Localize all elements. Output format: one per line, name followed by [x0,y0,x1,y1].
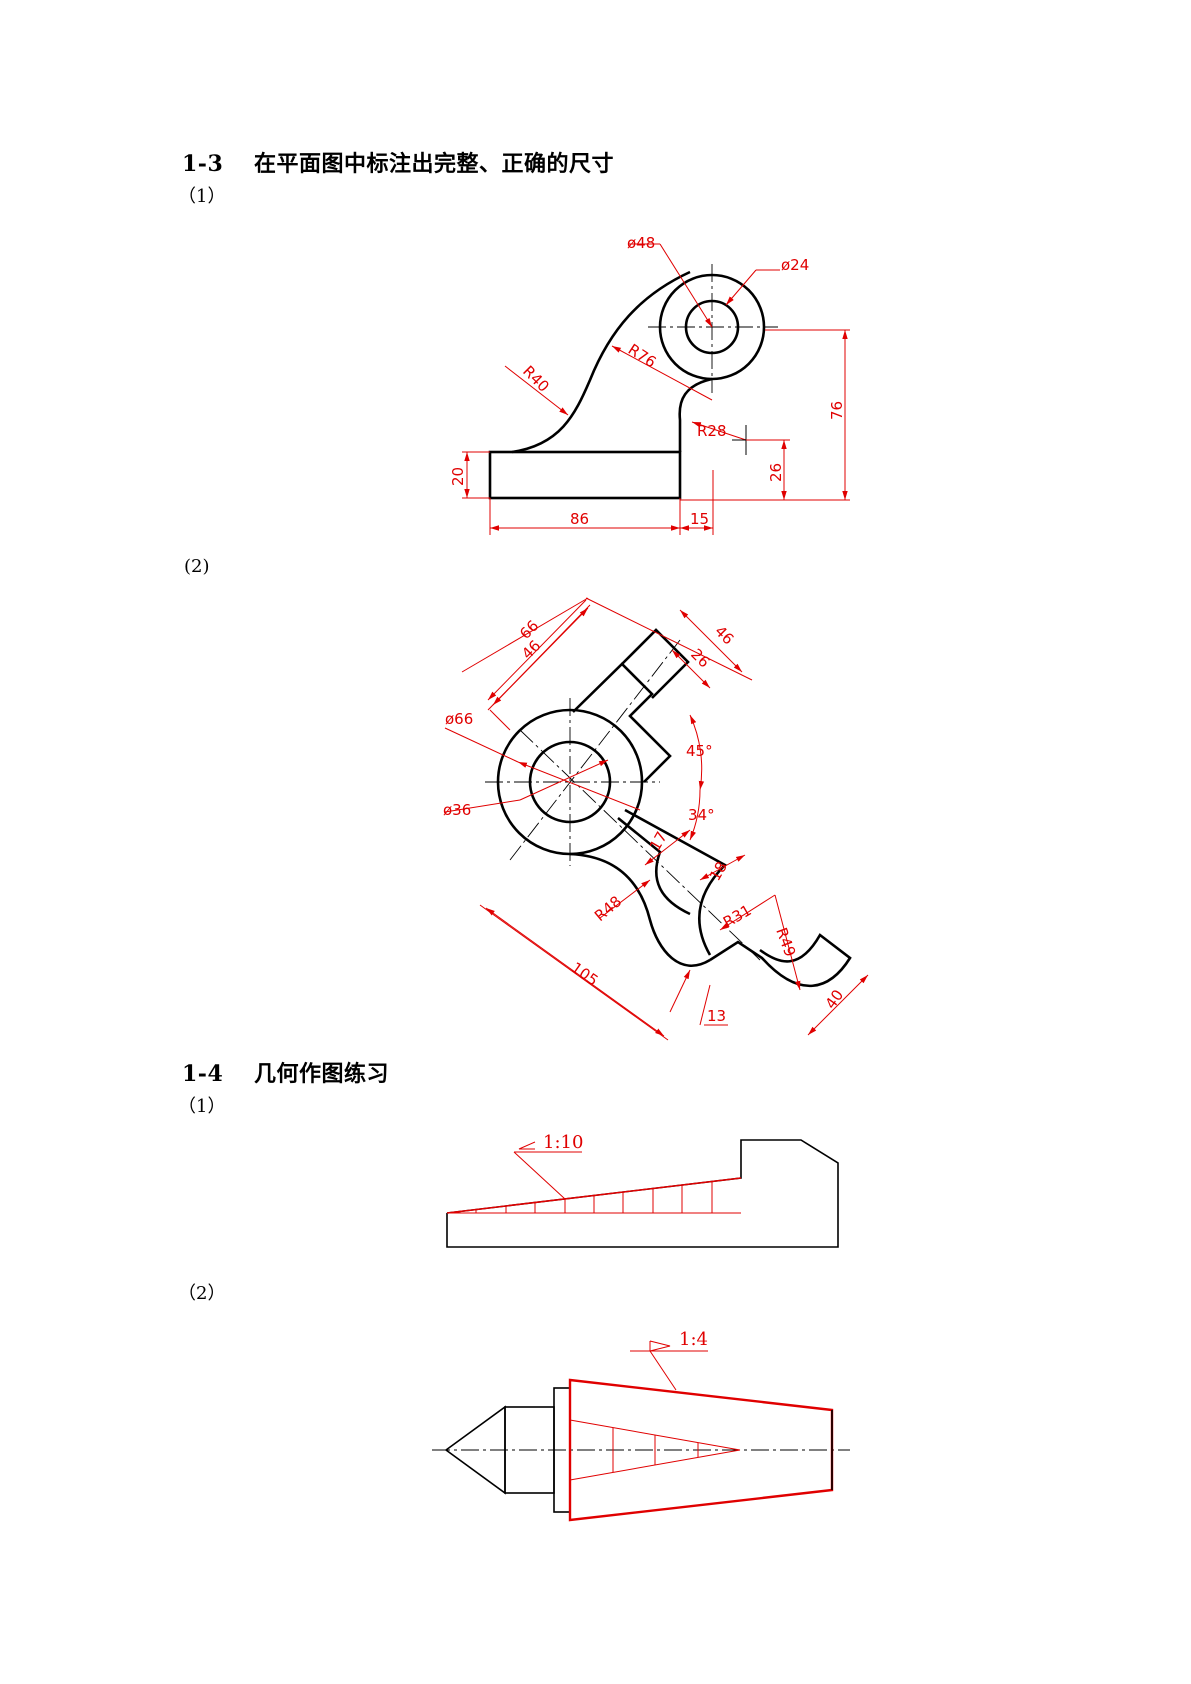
section-heading-1-3: 1-3 在平面图中标注出完整、正确的尺寸 [182,146,614,178]
dim-label: 76 [828,401,846,420]
dim-label: R76 [625,340,660,371]
left-curve-outline [511,270,691,454]
base-plate [488,450,682,500]
lower-arm-slot [624,808,728,956]
taper-label: 1:4 [679,1329,708,1350]
upper-arm-tip [621,628,690,699]
dim-label: 20 [449,467,467,486]
dim-label: R28 [697,422,727,440]
figure-4-tapered-shaft: 1:4 [432,1329,850,1522]
subsection-label: （1） [178,1096,226,1117]
slope-block-outline [446,1139,839,1248]
section-heading-1-4: 1-4 几何作图练习 [182,1056,389,1088]
dim-label: 34° [688,806,715,824]
figure-2-lever: 46 66 46 26 ø66 ø36 45° 34° 17 18 R31 R4… [443,597,869,1041]
hook-end [709,933,852,988]
dim-label: ø24 [781,256,809,274]
dim-label: 15 [690,510,709,528]
dim-label: 18 [706,858,731,884]
dim-label: 105 [568,959,602,990]
slope-line [446,1177,742,1214]
section-number: 1-4 [182,1061,224,1087]
dim-label: 46 [518,637,544,663]
upper-arm-outline [572,662,672,783]
lower-arm-outer [569,852,711,967]
section-number: 1-3 [182,151,224,177]
figure-1-bracket: ø48 ø24 R76 R40 R28 76 26 20 86 15 [449,234,850,535]
dim-label: ø66 [445,710,473,728]
subsection-label: （1） [178,186,226,207]
dim-label: 26 [687,645,713,671]
dim-label: ø36 [443,801,471,819]
dim-label: ø48 [627,234,655,252]
dim-label: 46 [711,622,737,648]
dim-label: 45° [686,742,713,760]
dim-label: 66 [516,617,542,643]
subsection-label: (2) [184,556,210,577]
subsection-label: （2） [178,1283,226,1304]
section-title: 几何作图练习 [254,1061,390,1087]
dim-label: R49 [772,925,799,959]
dim-label: R40 [519,362,553,396]
slope-construction-ticks [475,1182,713,1213]
section-title: 在平面图中标注出完整、正确的尺寸 [254,151,615,177]
figure-3-slope-block: 1:10 [446,1132,839,1248]
taper-label: 1:10 [543,1132,583,1153]
dim-label: 13 [707,1007,726,1025]
dim-label: 86 [570,510,589,528]
dim-label: 40 [822,986,848,1012]
right-curve-outline [678,377,713,452]
dim-label: R48 [591,892,625,925]
dim-label: 26 [767,463,785,482]
